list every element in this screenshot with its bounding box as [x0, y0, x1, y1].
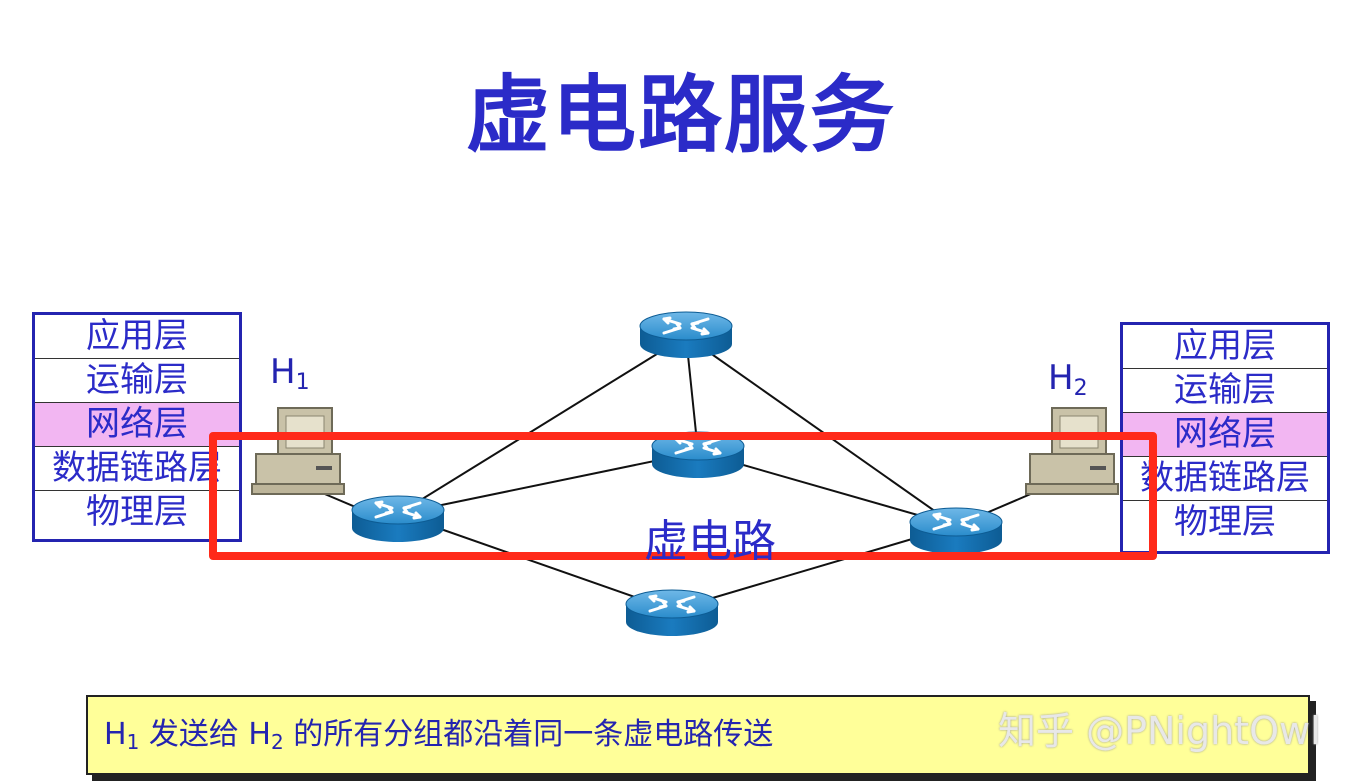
host1-label: H1	[270, 352, 310, 395]
right-layer-network: 网络层	[1123, 413, 1327, 457]
router-bottom	[624, 588, 720, 638]
right-layer-datalink: 数据链路层	[1123, 457, 1327, 501]
left-layer-datalink: 数据链路层	[35, 447, 239, 491]
virtual-circuit-highlight-box	[209, 432, 1157, 560]
router-top	[638, 310, 734, 360]
right-layer-application: 应用层	[1123, 325, 1327, 369]
left-layer-network: 网络层	[35, 403, 239, 447]
left-protocol-stack: 应用层 运输层 网络层 数据链路层 物理层	[32, 312, 242, 542]
virtual-circuit-label: 虚电路	[644, 516, 776, 567]
left-layer-transport: 运输层	[35, 359, 239, 403]
caption-box: H1 发送给 H2 的所有分组都沿着同一条虚电路传送	[86, 695, 1310, 775]
watermark: 知乎 @PNightOwl	[998, 709, 1321, 753]
host2-label: H2	[1048, 358, 1088, 401]
right-layer-physical: 物理层	[1174, 502, 1276, 542]
right-layer-transport: 运输层	[1123, 369, 1327, 413]
page-title: 虚电路服务	[465, 66, 896, 164]
left-layer-application: 应用层	[35, 315, 239, 359]
left-layer-physical: 物理层	[86, 492, 188, 532]
